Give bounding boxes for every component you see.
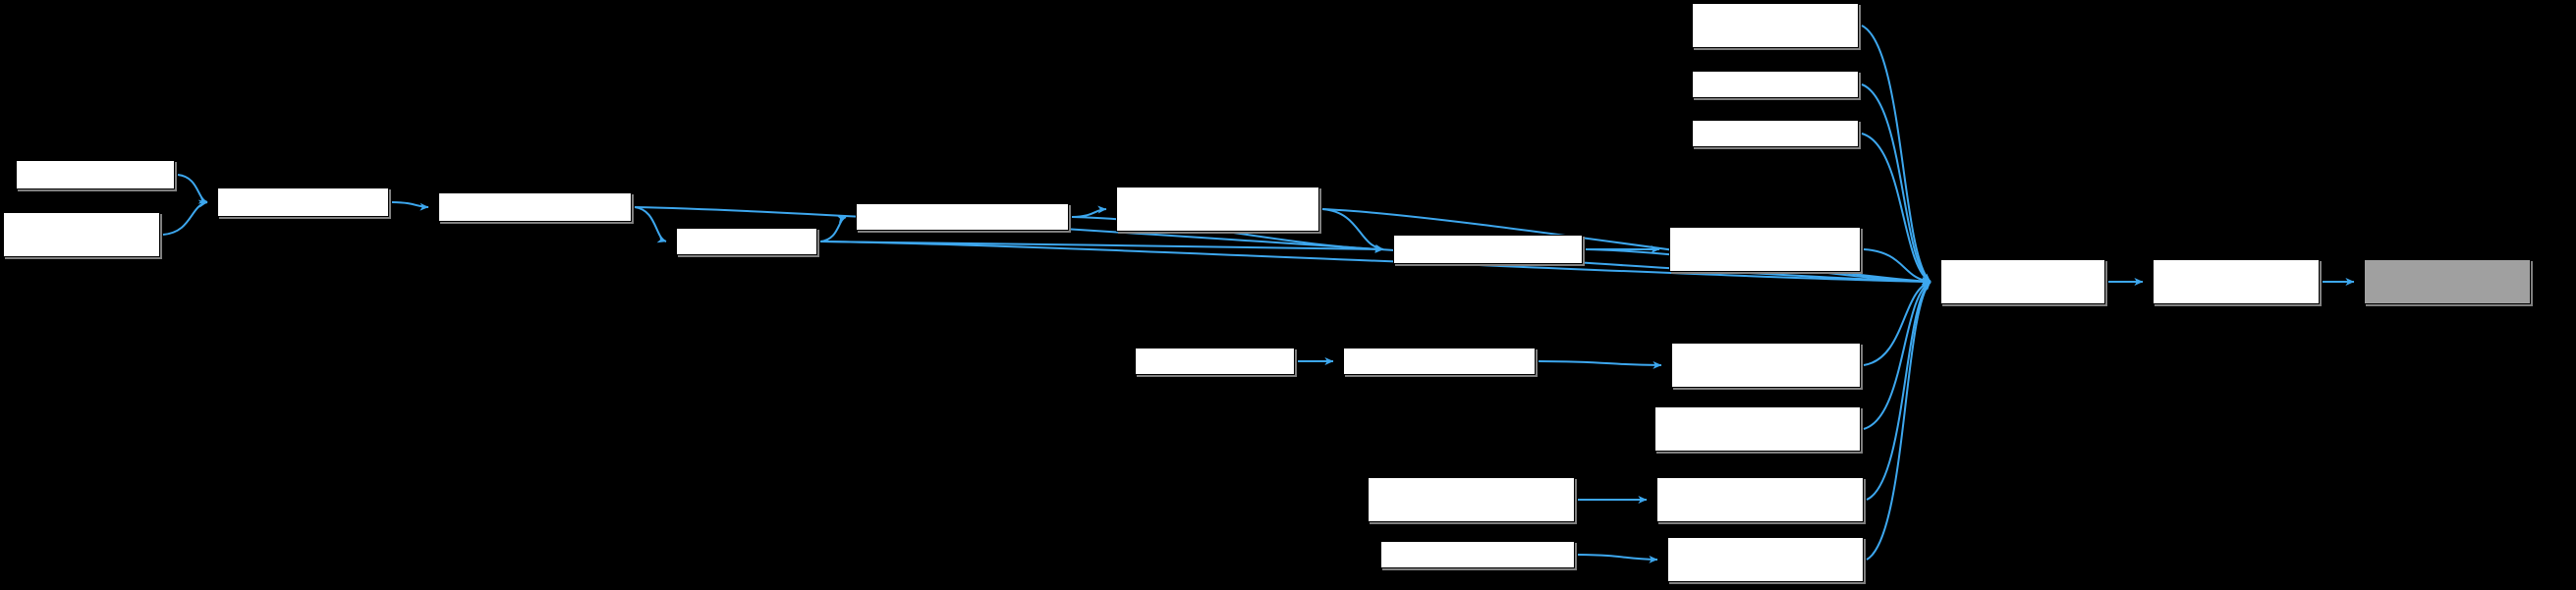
graph-edge-subsystemanimatedtextures-update-to-display-clear-hub bbox=[1863, 281, 1932, 430]
graph-node-glwrapper-cleardepth[interactable] bbox=[2364, 259, 2531, 304]
graph-edge-mainactivity-onrun-to-program-entrypoint bbox=[162, 199, 208, 236]
graph-node-program-entrypoint[interactable] bbox=[217, 188, 389, 217]
graph-edge-viewwidget-setupscaling-to-display-clear-hub bbox=[1863, 280, 1932, 366]
graph-node-gamescreen-draw[interactable] bbox=[1692, 120, 1859, 147]
graph-edge-componentclothing-update-to-componentclothing-updaterender bbox=[1577, 554, 1658, 563]
graph-node-viewwidget-draw[interactable] bbox=[1135, 348, 1295, 375]
graph-edge-clearwidget-draw-to-display-clear-hub bbox=[1861, 83, 1932, 283]
graph-node-clearwidget-draw[interactable] bbox=[1692, 71, 1859, 98]
graph-node-display-clear-hub[interactable] bbox=[1940, 259, 2105, 304]
graph-edge-program-entrypoint-to-program-framehandler bbox=[391, 201, 429, 211]
graph-edge-program-main-to-program-entrypoint bbox=[177, 174, 208, 204]
graph-edge-viewwidget-drawtoscreen-to-viewwidget-setupscaling bbox=[1538, 360, 1662, 369]
graph-edge-subsystemsignblock-updaterender-to-display-clear-hub bbox=[1866, 281, 1932, 501]
graph-node-screensmanager-layoutanddraw[interactable] bbox=[1669, 227, 1861, 272]
graph-edge-display-clear-top-to-display-clear-hub bbox=[1861, 25, 1932, 283]
graph-node-componentclothing-updaterender[interactable] bbox=[1667, 537, 1864, 582]
graph-edge-gamescreen-draw-to-display-clear-hub bbox=[1861, 133, 1932, 283]
graph-node-viewwidget-setupscaling[interactable] bbox=[1671, 343, 1861, 388]
graph-edge-program-framehandler-to-program-run bbox=[634, 206, 667, 243]
graph-node-program-run[interactable] bbox=[676, 228, 817, 255]
graph-node-mainactivity-onrun[interactable] bbox=[3, 212, 160, 257]
graph-node-screencapturemanager-capture[interactable] bbox=[1116, 187, 1319, 232]
graph-node-componentclothing-update[interactable] bbox=[1380, 541, 1575, 568]
graph-edge-program-run-to-screensmanager-draw bbox=[819, 241, 1384, 253]
graph-edge-program-run-to-screencapturemanager-run bbox=[819, 215, 847, 242]
graph-edge-componentclothing-updaterender-to-display-clear-hub bbox=[1866, 281, 1932, 561]
graph-edge-screencapturemanager-run-to-screencapturemanager-capture bbox=[1071, 205, 1107, 218]
graph-node-screencapturemanager-run[interactable] bbox=[856, 203, 1069, 231]
graph-node-subsystemsignblock-updaterender[interactable] bbox=[1656, 477, 1864, 522]
graph-edge-screensmanager-layoutanddraw-to-display-clear-hub bbox=[1863, 248, 1932, 285]
graph-node-screensmanager-draw[interactable] bbox=[1393, 235, 1583, 264]
graph-node-viewwidget-drawtoscreen[interactable] bbox=[1343, 348, 1536, 375]
graph-edge-screencapturemanager-capture-to-screensmanager-draw bbox=[1321, 208, 1384, 252]
graph-node-program-main[interactable] bbox=[16, 160, 175, 189]
graph-node-program-framehandler[interactable] bbox=[438, 192, 632, 222]
graph-node-glwrapper-clear[interactable] bbox=[2153, 259, 2320, 304]
graph-node-subsystemanimatedtextures-update[interactable] bbox=[1654, 406, 1861, 452]
graph-node-display-clear-top[interactable] bbox=[1692, 3, 1859, 48]
graph-node-subsystemsignblock-update[interactable] bbox=[1368, 477, 1575, 522]
